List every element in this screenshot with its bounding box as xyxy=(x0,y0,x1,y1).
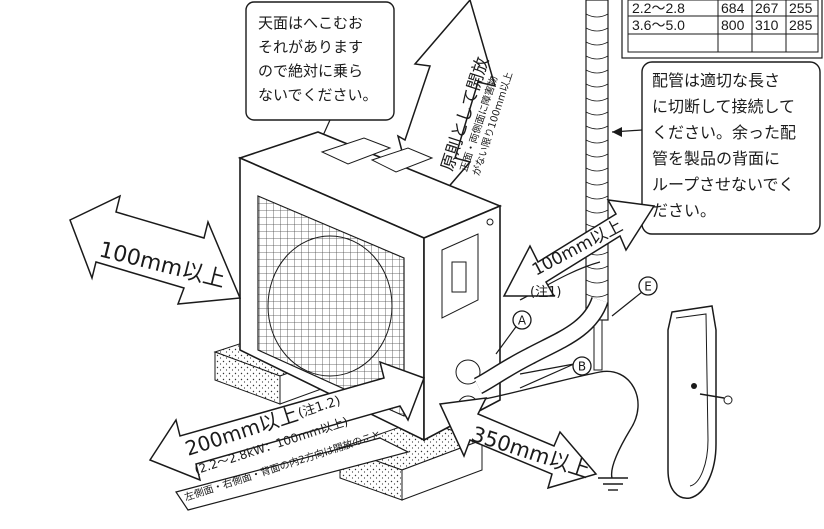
marker-b-label: B xyxy=(578,360,586,374)
marker-b: B xyxy=(519,356,592,389)
arrow-left-clearance: 100mm以上 xyxy=(69,194,242,305)
spec-row-1-width: 684 xyxy=(721,0,745,16)
marker-e: E xyxy=(611,276,658,317)
spec-row-2-height: 285 xyxy=(789,17,813,33)
arrow-back-right-clearance: 100mm以上 (注1) xyxy=(502,199,656,300)
arrow-top-clearance: 原則として開放 正面・両側面に障害物 がない限り100mm以上 xyxy=(396,0,515,222)
callout-top-line-4: ないでください。 xyxy=(258,86,378,104)
spec-row-2-capacity: 3.6〜5.0 xyxy=(632,17,685,33)
callout-top-line-2: それがあります xyxy=(258,38,363,56)
pipework xyxy=(473,261,639,491)
arrow-bottom-left-clearance: 200mm以上 (注1.2) (2.2〜2.8kW：100mm以上) 左側面・右… xyxy=(148,360,425,511)
callout-right-line-3: ください。余った配 xyxy=(652,123,796,142)
spec-row-2-width: 800 xyxy=(721,17,745,33)
callout-top-line-3: ので絶対に乗ら xyxy=(258,62,363,80)
arrow-back-right-label: 100mm以上 xyxy=(529,216,626,280)
spec-row-1-depth: 267 xyxy=(755,0,779,16)
callout-right-line-1: 配管は適切な長さ xyxy=(652,71,780,90)
marker-a-label: A xyxy=(518,314,527,328)
callout-right-line-4: 管を製品の背面に xyxy=(652,149,780,168)
callout-top-line-1: 天面はへこむお xyxy=(258,14,363,32)
spec-row-1-capacity: 2.2〜2.8 xyxy=(632,0,685,16)
callout-top-note: 天面はへこむお それがあります ので絶対に乗ら ないでください。 xyxy=(245,1,395,161)
marker-e-label: E xyxy=(644,280,652,294)
wall-bracket xyxy=(667,305,733,499)
spec-row-1-height: 255 xyxy=(789,0,813,16)
callout-right-note: 配管は適切な長さ に切断して接続して ください。余った配 管を製品の背面に ルー… xyxy=(611,61,821,235)
arrow-back-right-note: (注1) xyxy=(530,285,561,300)
callout-right-line-2: に切断して接続して xyxy=(652,97,795,116)
spec-row-2-depth: 310 xyxy=(755,17,779,33)
callout-right-line-6: ださい。 xyxy=(652,201,716,220)
spec-table: 2.2〜2.8 684 267 255 3.6〜5.0 800 310 285 xyxy=(621,0,823,59)
callout-right-line-5: ループさせないでく xyxy=(652,175,795,194)
marker-a: A xyxy=(495,310,532,355)
